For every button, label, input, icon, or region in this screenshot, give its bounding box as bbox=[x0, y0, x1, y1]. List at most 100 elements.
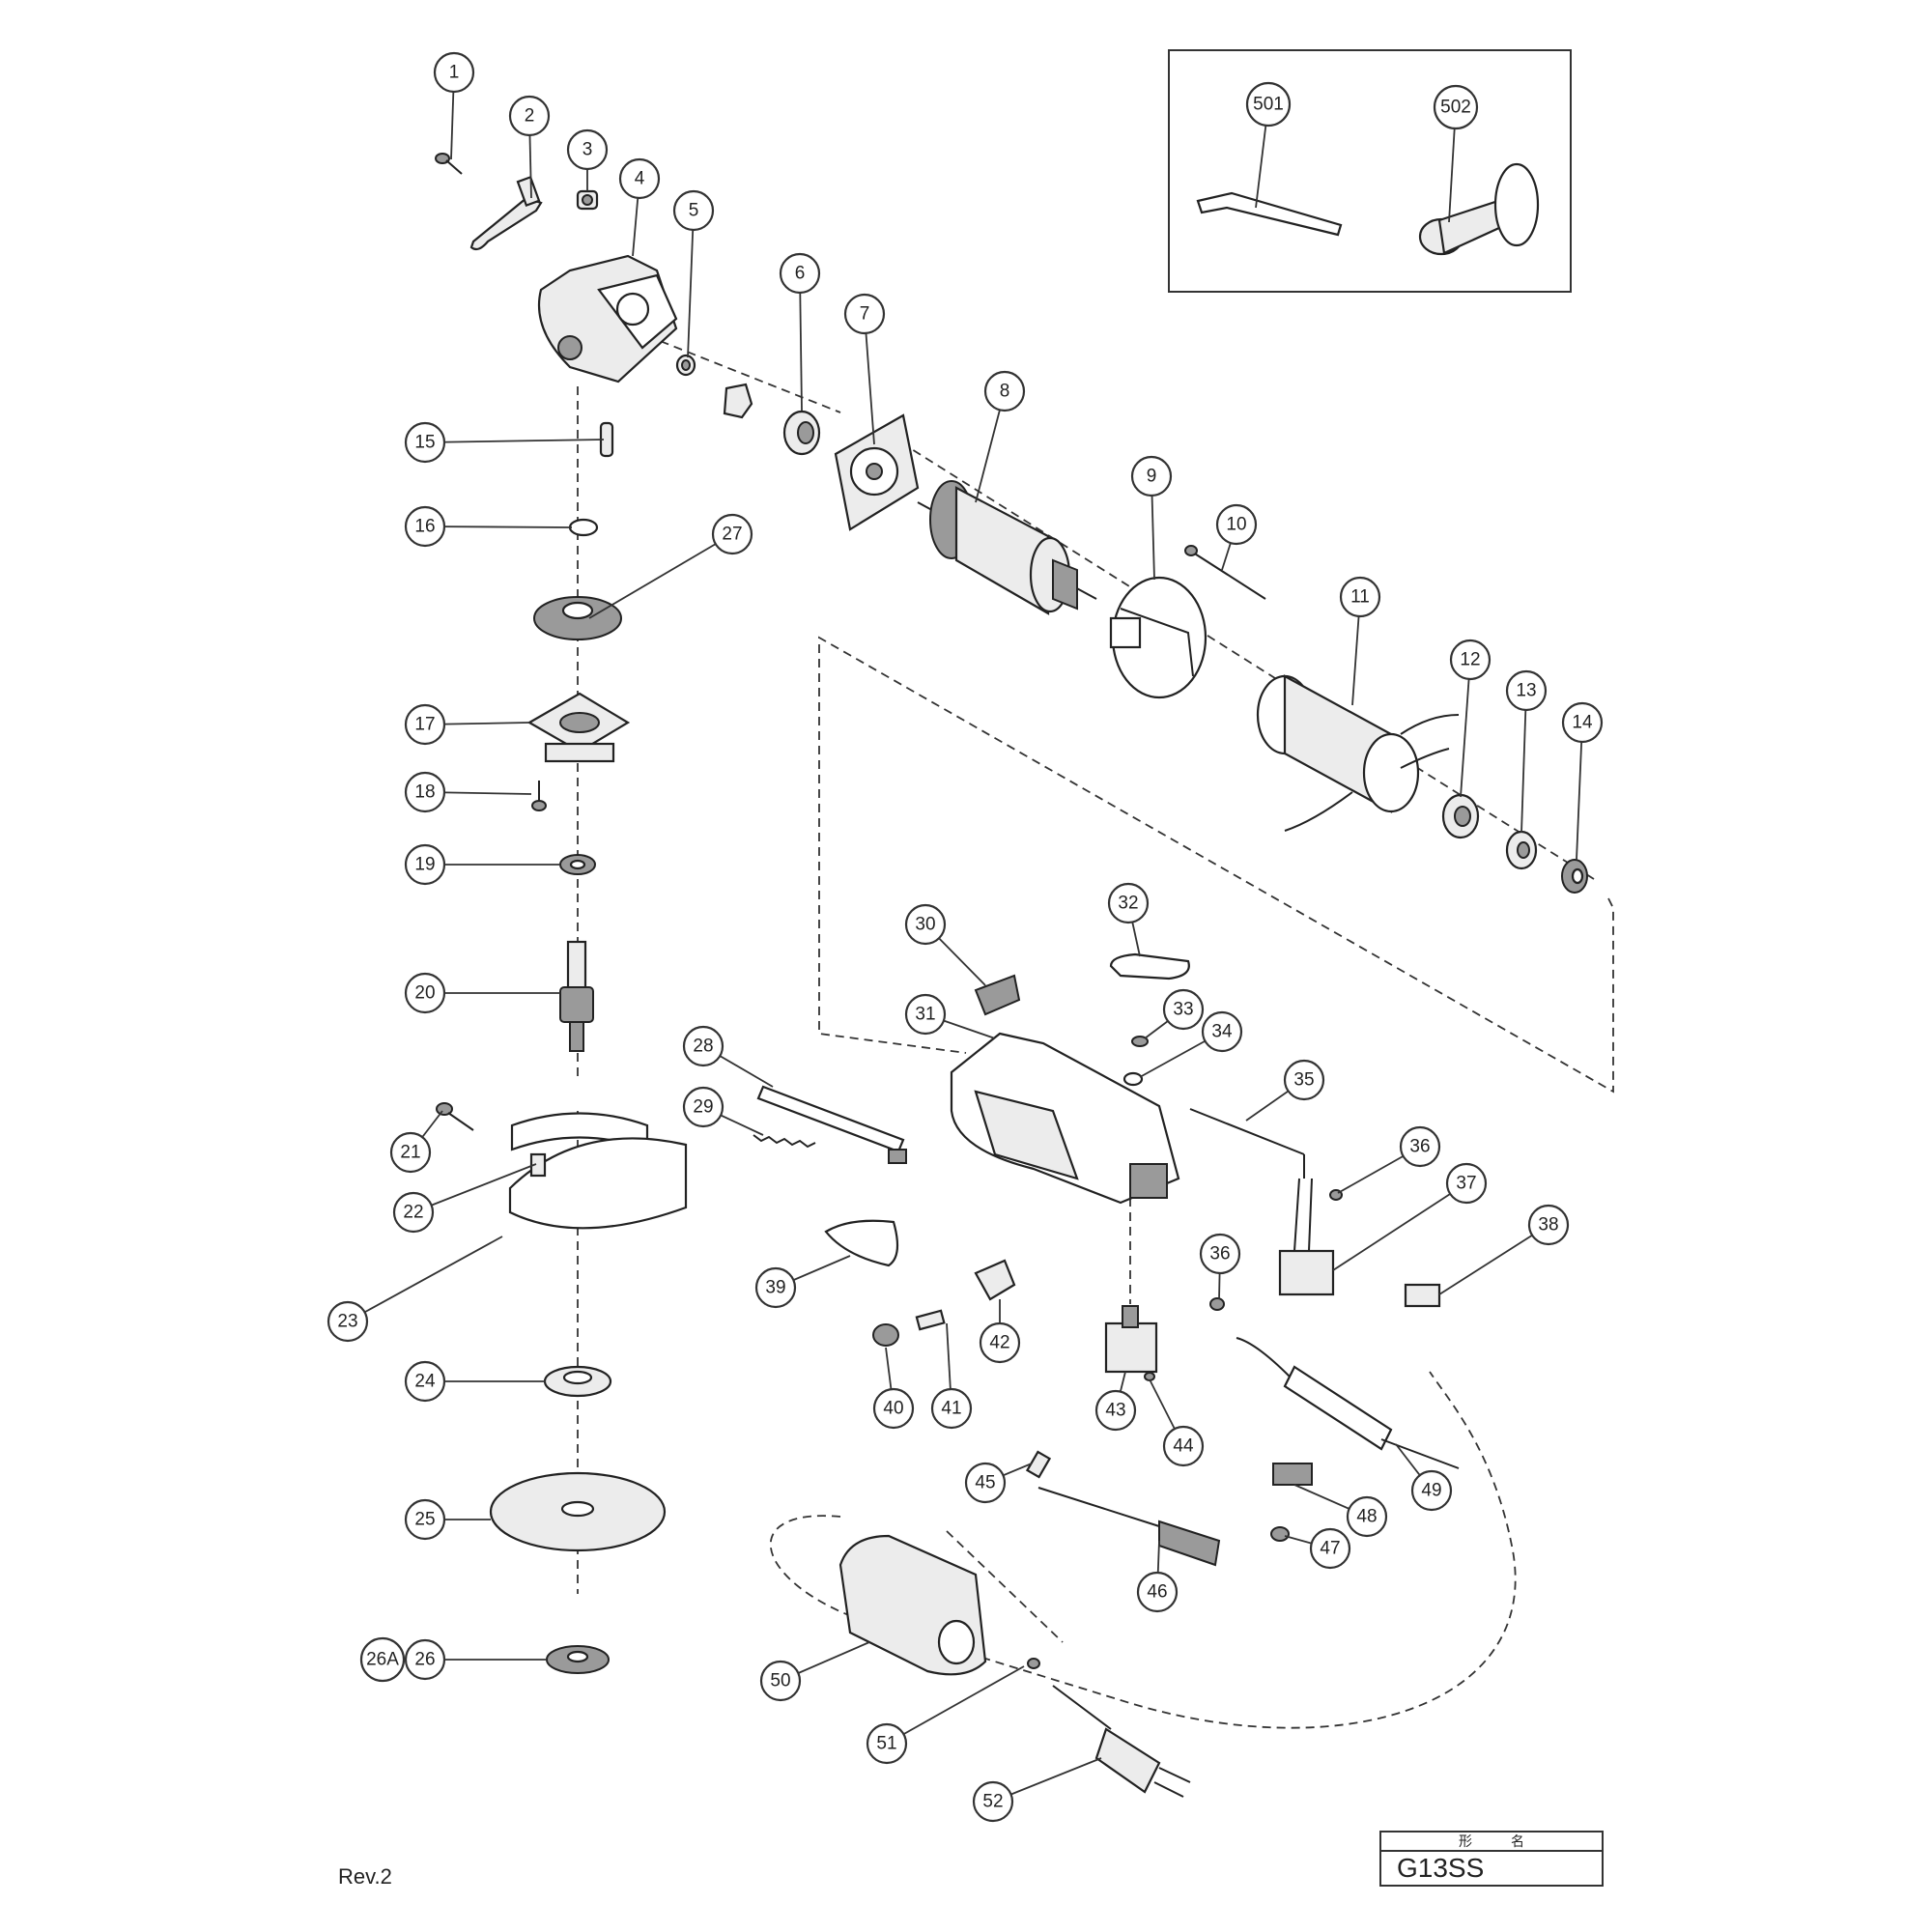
callout-circle-c32 bbox=[1107, 882, 1150, 924]
stator-part-11 bbox=[1256, 674, 1460, 832]
side-handle-part-502 bbox=[1418, 162, 1540, 256]
switch-part-43 bbox=[1104, 1305, 1158, 1374]
model-title-block: 形 名 G13SS bbox=[1379, 1831, 1604, 1887]
callout-c35: 35 bbox=[1283, 1059, 1325, 1101]
rubber-bush-part-14 bbox=[1561, 859, 1588, 894]
leader-c37 bbox=[1332, 1182, 1467, 1271]
bracket-part-2 bbox=[469, 175, 543, 251]
callout-circle-c39 bbox=[754, 1266, 797, 1309]
callout-label-c40: 40 bbox=[883, 1399, 903, 1419]
washer-part-19 bbox=[559, 854, 596, 875]
callout-c31: 31 bbox=[904, 993, 947, 1036]
callout-label-c11: 11 bbox=[1350, 587, 1370, 608]
model-header: 形 名 bbox=[1381, 1833, 1602, 1852]
callout-c5: 5 bbox=[672, 189, 715, 232]
callout-circle-c501 bbox=[1245, 81, 1292, 128]
callout-c26a: 26A bbox=[359, 1636, 406, 1683]
callout-c44: 44 bbox=[1162, 1425, 1205, 1467]
callout-label-c7: 7 bbox=[860, 304, 870, 325]
callout-label-c15: 15 bbox=[414, 433, 435, 453]
callout-circle-c52 bbox=[972, 1780, 1014, 1823]
callout-label-c19: 19 bbox=[414, 855, 435, 875]
callout-c24: 24 bbox=[404, 1360, 446, 1403]
callout-c25: 25 bbox=[404, 1498, 446, 1541]
wheel-guard-part-23 bbox=[508, 1112, 688, 1230]
callout-circle-c40 bbox=[872, 1387, 915, 1430]
callout-c28: 28 bbox=[682, 1025, 724, 1067]
callout-label-c501: 501 bbox=[1253, 95, 1284, 115]
leader-c7 bbox=[864, 313, 875, 445]
callout-circle-c19 bbox=[404, 843, 446, 886]
callout-c18: 18 bbox=[404, 771, 446, 813]
callout-label-c6: 6 bbox=[795, 264, 806, 284]
callout-circle-c51 bbox=[866, 1722, 908, 1765]
spindle-part-20 bbox=[559, 940, 594, 1052]
lock-knob-part-30 bbox=[974, 974, 1021, 1016]
callout-c52: 52 bbox=[972, 1780, 1014, 1823]
model-header-char-1: 形 bbox=[1459, 1833, 1472, 1849]
washer-part-33 bbox=[1131, 1036, 1149, 1047]
screw-part-36b bbox=[1209, 1297, 1225, 1311]
callout-circle-c29 bbox=[682, 1086, 724, 1128]
callout-label-c33: 33 bbox=[1173, 1000, 1193, 1020]
rod-part-35 bbox=[1189, 1108, 1305, 1179]
carbon-brush-part-41 bbox=[915, 1309, 946, 1331]
leader-c15 bbox=[424, 439, 605, 443]
callout-circle-c28 bbox=[682, 1025, 724, 1067]
model-header-char-2: 名 bbox=[1511, 1833, 1524, 1849]
callout-label-c13: 13 bbox=[1516, 681, 1536, 701]
callout-label-c8: 8 bbox=[1000, 382, 1010, 402]
callout-label-c17: 17 bbox=[414, 715, 435, 735]
callout-label-c28: 28 bbox=[693, 1037, 713, 1057]
leader-c22 bbox=[412, 1163, 537, 1213]
callout-c14: 14 bbox=[1561, 701, 1604, 744]
callout-c41: 41 bbox=[930, 1387, 973, 1430]
callout-circle-c45 bbox=[964, 1462, 1007, 1504]
screw-part-51 bbox=[1027, 1658, 1040, 1669]
callout-c27: 27 bbox=[711, 513, 753, 555]
internal-wire-part-46 bbox=[1037, 1487, 1221, 1567]
callout-label-c43: 43 bbox=[1105, 1401, 1125, 1421]
screw-part-10 bbox=[1184, 545, 1266, 600]
callout-label-c1: 1 bbox=[449, 63, 460, 83]
callout-label-c36b: 36 bbox=[1209, 1244, 1230, 1264]
callout-c501: 501 bbox=[1245, 81, 1292, 128]
leader-c16 bbox=[424, 526, 573, 528]
callout-circle-c26 bbox=[404, 1638, 446, 1681]
callout-c1: 1 bbox=[433, 51, 475, 94]
callout-c34: 34 bbox=[1201, 1010, 1243, 1053]
callout-c13: 13 bbox=[1505, 669, 1548, 712]
callout-label-c32: 32 bbox=[1118, 894, 1138, 914]
callout-circle-c50 bbox=[759, 1660, 802, 1702]
nut-part-3 bbox=[576, 189, 599, 211]
callout-label-c12: 12 bbox=[1460, 650, 1480, 670]
callout-circle-c42 bbox=[979, 1321, 1021, 1364]
callout-c45: 45 bbox=[964, 1462, 1007, 1504]
callout-circle-c6 bbox=[779, 252, 821, 295]
housing-part-31 bbox=[950, 1032, 1180, 1205]
fan-guide-part-9 bbox=[1109, 576, 1208, 699]
callout-c37: 37 bbox=[1445, 1162, 1488, 1205]
callout-circle-c11 bbox=[1339, 576, 1381, 618]
callout-circle-c31 bbox=[904, 993, 947, 1036]
callout-label-c48: 48 bbox=[1356, 1507, 1377, 1527]
callout-circle-c3 bbox=[566, 128, 609, 171]
callout-label-c20: 20 bbox=[414, 983, 435, 1004]
callout-c36b: 36 bbox=[1199, 1233, 1241, 1275]
gear-cover-part-4 bbox=[537, 254, 678, 384]
callout-c21: 21 bbox=[389, 1131, 432, 1174]
leader-c5 bbox=[687, 210, 695, 358]
callout-label-c51: 51 bbox=[876, 1734, 896, 1754]
brush-holder-part-42 bbox=[974, 1259, 1016, 1301]
callout-circle-c36b bbox=[1199, 1233, 1241, 1275]
bearing-part-5 bbox=[675, 354, 696, 377]
fan-bearing-part-12 bbox=[1441, 793, 1480, 839]
callout-label-c38: 38 bbox=[1538, 1215, 1558, 1236]
callout-c40: 40 bbox=[872, 1387, 915, 1430]
callout-circle-c26a bbox=[359, 1636, 406, 1683]
callout-label-c9: 9 bbox=[1147, 467, 1157, 487]
armature-part-8 bbox=[917, 480, 1097, 615]
callout-label-c44: 44 bbox=[1173, 1436, 1194, 1457]
callout-circle-c10 bbox=[1215, 503, 1258, 546]
callout-label-c26a: 26A bbox=[366, 1650, 399, 1670]
